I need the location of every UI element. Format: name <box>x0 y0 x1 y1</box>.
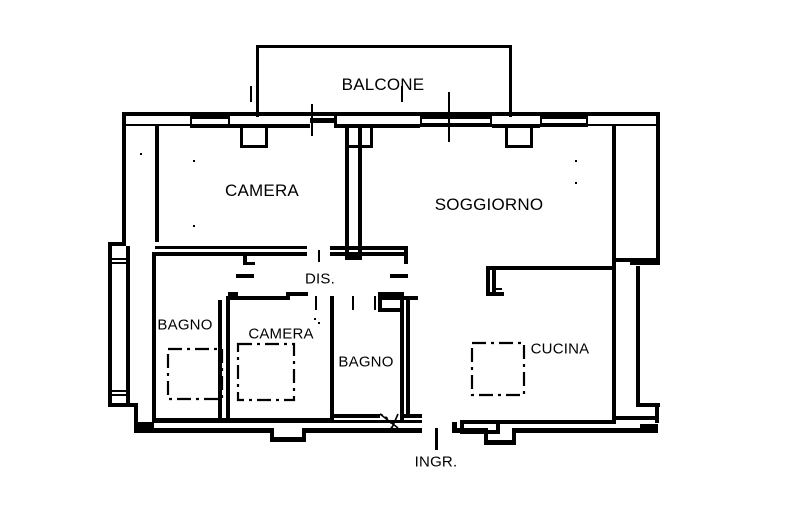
bagno2-walls <box>330 292 422 422</box>
room-label-ingresso: INGR. <box>414 453 458 471</box>
axis-tick-marks <box>250 86 450 142</box>
fixture-outlines <box>166 341 526 402</box>
room-label-balcone: BALCONE <box>341 75 425 94</box>
room-label-bagno-1: BAGNO <box>157 316 213 334</box>
top-exterior-wall <box>122 112 660 148</box>
room-label-soggiorno: SOGGIORNO <box>434 195 544 214</box>
room-label-camera-1: CAMERA <box>225 181 299 200</box>
room-label-disimpegno: DIS. <box>305 270 335 288</box>
cad-tick-marks <box>140 153 577 324</box>
room-label-cucina: CUCINA <box>530 340 590 358</box>
camera2-fixture <box>236 342 296 402</box>
bottom-exterior-wall <box>134 420 658 445</box>
room-label-camera-2: CAMERA <box>248 325 314 343</box>
bagno1-fixture <box>166 347 224 401</box>
cucina-fixture <box>470 341 526 397</box>
wall-geometry <box>108 45 660 450</box>
room-label-bagno-2: BAGNO <box>338 353 394 371</box>
ingresso-door-mark <box>435 428 438 450</box>
balcone-outline <box>256 45 512 117</box>
soggiorno-right-detail <box>612 126 616 260</box>
camera-soggiorno-partition <box>345 126 362 260</box>
mid-horizontal-wall <box>155 246 408 265</box>
